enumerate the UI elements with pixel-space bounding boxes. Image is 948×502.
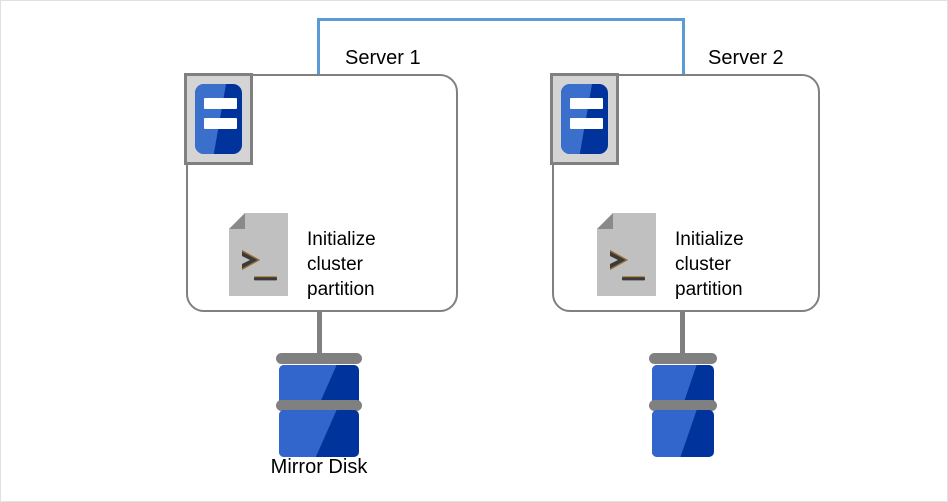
disk-plate-middle: [276, 400, 362, 411]
server-icon-slot-2: [204, 118, 237, 129]
server-icon-body: [195, 84, 242, 154]
server-icon-slot-1: [570, 98, 603, 109]
mirror-disk-label: Mirror Disk: [270, 456, 368, 478]
server-icon-body: [561, 84, 608, 154]
server-1-mirror-disk-icon: [276, 353, 362, 457]
disk-plate-middle: [649, 400, 717, 411]
server-2-disk-connector: [680, 312, 685, 356]
server-1-label: Server 1: [345, 47, 421, 69]
disk-slab-lower: [652, 410, 714, 457]
server-1-disk-connector: [317, 312, 322, 356]
server-2-mirror-disk-icon: [649, 353, 717, 457]
interconnect-left-vertical-line: [317, 18, 320, 75]
server-1-script-caption: Initialize cluster partition: [307, 229, 376, 300]
server-icon-slot-2: [570, 118, 603, 129]
interconnect-horizontal-line: [317, 18, 685, 21]
disk-plate-top: [649, 353, 717, 364]
disk-plate-top: [276, 353, 362, 364]
disk-slab-highlight: [652, 410, 697, 457]
server-1-script-icon: [229, 213, 288, 296]
interconnect-right-vertical-line: [682, 18, 685, 75]
server-2-script-caption: Initialize cluster partition: [675, 229, 744, 300]
server-2-script-icon: [597, 213, 656, 296]
server-icon-slot-1: [204, 98, 237, 109]
server-1-machine-icon: [184, 73, 253, 165]
disk-slab-highlight: [279, 410, 337, 457]
server-2-machine-icon: [550, 73, 619, 165]
server-2-label: Server 2: [708, 47, 784, 69]
disk-slab-lower: [279, 410, 359, 457]
